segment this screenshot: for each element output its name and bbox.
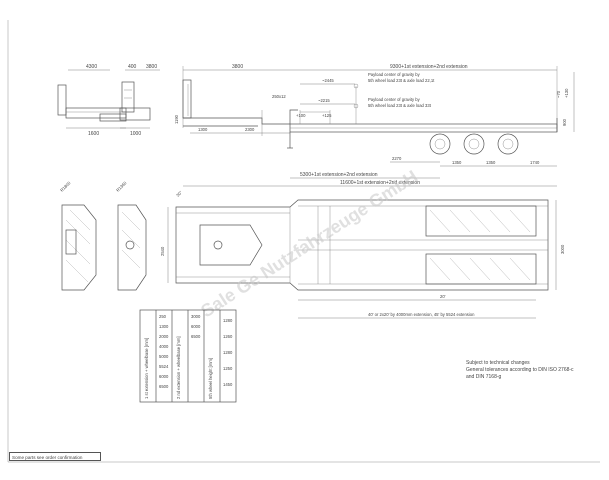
table-cell: 6500	[191, 334, 201, 339]
side-dim-2445: ~2445	[322, 78, 334, 83]
side-dim-900: 900	[562, 118, 567, 126]
top-twist-dim: 20'	[440, 294, 446, 299]
front-width-dim: 4300	[86, 64, 97, 70]
table-cell: 5000	[159, 354, 169, 359]
side-dim-1740: 1740	[530, 160, 540, 165]
table-cell: 1260	[223, 334, 233, 339]
side-dim-1300: 1300	[198, 127, 208, 132]
table-header-1: 1 st extension + wheelbase [mm]	[144, 338, 149, 399]
payload-callout-1: Payload center of gravity by 5th wheel l…	[353, 72, 435, 124]
payload-callout-2: Payload center of gravity by 5th wheel l…	[353, 97, 432, 109]
table-col-1: 250 1300 2000 4000 5000 5524 6000 6500	[159, 314, 169, 389]
detail-right-label: R1360	[115, 180, 128, 193]
detail-view-left: R1800	[59, 180, 97, 291]
table-cell: 2000	[159, 334, 169, 339]
order-confirmation-note: Some parts see order confirmation	[9, 452, 101, 461]
note-line: Subject to technical changes	[466, 360, 530, 366]
table-header-2: 2 nd extension + wheelbase [mm]	[176, 337, 181, 400]
table-cell: 1280	[223, 350, 233, 355]
note-line: General tolerances according to DIN ISO …	[466, 367, 574, 373]
gooseneck-dim-b: 3800	[146, 64, 157, 70]
table-cell: 6000	[159, 374, 169, 379]
side-dim-100: +100	[296, 113, 306, 118]
table-cell: 5524	[159, 364, 169, 369]
side-dim-2215: ~2215	[318, 98, 330, 103]
table-col-2: 3000 6000 6500	[191, 314, 201, 339]
side-view: 3800 9300+1st extension+2nd extension	[174, 64, 575, 187]
side-dim-1350a: 1350	[452, 160, 462, 165]
gooseneck-bottom-dim: 1000	[130, 131, 141, 137]
side-dim-9300: 9300+1st extension+2nd extension	[390, 64, 468, 70]
table-cell: 1280	[223, 318, 233, 323]
side-dim-11600: 11600+1st extension+2nd extension	[340, 180, 420, 186]
top-view: 30° 2540 3000 20' 40' or 2x20' by 4000mm…	[160, 189, 565, 319]
side-dim-130: +130	[564, 88, 569, 98]
table-cell: 6500	[159, 384, 169, 389]
front-bottom-dim: 1600	[88, 131, 99, 137]
table-header-3: 5th wheel height [mm]	[208, 358, 213, 399]
axle-group	[429, 133, 519, 155]
side-dim-1350b: 1350	[486, 160, 496, 165]
table-cell: 1300	[159, 324, 169, 329]
side-dim-2300: 2300	[245, 127, 255, 132]
side-dim-3800: 3800	[232, 64, 243, 70]
wheel-area	[425, 205, 537, 285]
side-dim-1190: 1190	[174, 114, 179, 124]
table-cell: 1250	[223, 366, 233, 371]
top-extension-note: 40' or 2x20' by 4000mm extension, 45' by…	[368, 312, 475, 317]
svg-text:Payload center of gravity by: Payload center of gravity by	[368, 72, 421, 77]
spec-table: 1 st extension + wheelbase [mm] 2 nd ext…	[139, 309, 237, 403]
note-line: and DIN 7168-g	[466, 374, 502, 380]
side-dim-250x12: 250x12	[272, 94, 286, 99]
top-right-width: 3000	[560, 244, 565, 254]
table-cell: 250	[159, 314, 167, 319]
table-cell: 1450	[223, 382, 233, 387]
gooseneck-dim-a: 400	[128, 64, 137, 70]
watermark-text: Sale Ge Nutzfahrzeuge GmbH	[197, 166, 421, 321]
table-col-3: 1280 1260 1280 1250 1450	[223, 318, 233, 387]
general-notes: Subject to technical changes General tol…	[466, 360, 606, 381]
front-view: 4300 1600	[57, 64, 127, 137]
svg-text:5th wheel load 23t & axle load: 5th wheel load 23t & axle load 33t	[368, 103, 432, 108]
table-cell: 4000	[159, 344, 169, 349]
gooseneck-view: 400 3800 1000	[119, 64, 160, 137]
detail-view-right: R1360	[115, 180, 147, 291]
svg-text:Payload center of gravity by: Payload center of gravity by	[368, 97, 421, 102]
svg-text:5th wheel load 23t & axle load: 5th wheel load 23t & axle load 22,1t	[368, 78, 435, 83]
side-dim-2270: 2270	[392, 156, 402, 161]
side-dim-5300: 5300+1st extension+2nd extension	[300, 172, 378, 178]
top-angle-30: 30°	[175, 189, 183, 197]
detail-left-label: R1800	[59, 180, 72, 193]
side-dim-125: +125	[322, 113, 332, 118]
top-left-width: 2540	[160, 246, 165, 256]
table-cell: 6000	[191, 324, 201, 329]
table-cell: 3000	[191, 314, 201, 319]
side-dim-70: ~70	[556, 90, 561, 98]
